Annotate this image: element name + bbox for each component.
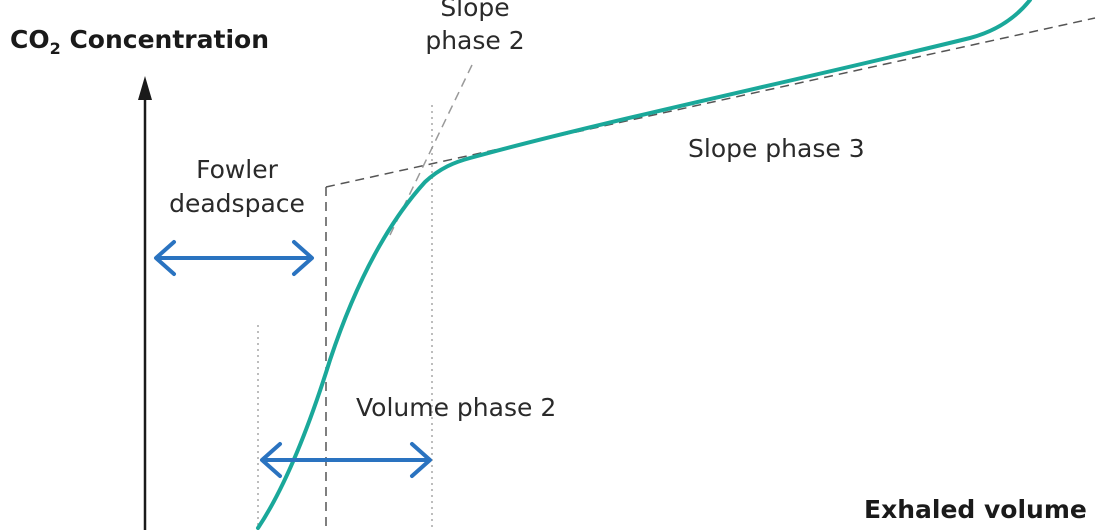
x-axis-label: Exhaled volume	[864, 495, 1087, 524]
fowler-deadspace-arrow	[154, 240, 314, 276]
fowler-deadspace-label: Fowler deadspace	[152, 154, 322, 220]
fowler-line1: Fowler	[196, 155, 278, 184]
volume-phase2-label: Volume phase 2	[356, 393, 557, 422]
y-axis-label-prefix: CO	[10, 25, 50, 54]
slope-phase2-line1: Slope	[440, 0, 510, 22]
y-axis-label: CO2 Concentration	[10, 24, 269, 65]
slope-phase2-label: Slope phase 2	[395, 0, 555, 57]
y-axis-label-suffix: Concentration	[60, 25, 269, 54]
fowler-line2: deadspace	[169, 189, 305, 218]
slope-phase3-label: Slope phase 3	[688, 134, 865, 163]
slope-phase2-line2: phase 2	[425, 26, 525, 55]
phase3-tangent-line	[325, 17, 1096, 188]
capnogram-curve	[256, 0, 1032, 530]
y-axis-arrowhead	[138, 76, 152, 100]
volume-phase2-arrow	[260, 442, 432, 478]
y-axis-label-subscript: 2	[49, 39, 61, 58]
